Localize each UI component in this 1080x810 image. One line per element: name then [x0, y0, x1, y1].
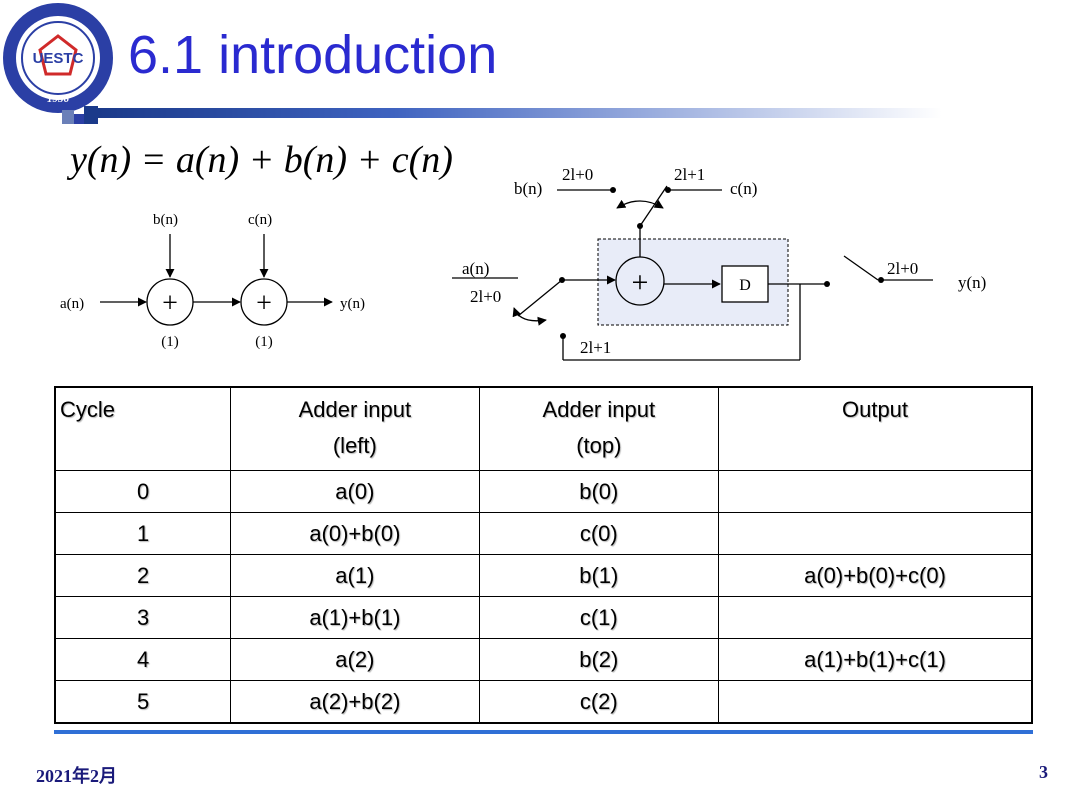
table-header-row: Cycle Adder input(left) Adder input(top)… — [54, 386, 1033, 471]
adder-left-cell: a(1) — [230, 554, 480, 597]
adder-left-cell: a(0)+b(0) — [230, 512, 480, 555]
left-input-a-label: a(n) — [60, 296, 84, 312]
table-row: 3 a(1)+b(1) c(1) — [54, 596, 1033, 639]
university-seal-icon: UESTC 1956 — [3, 3, 113, 113]
table-bottom-accent — [54, 730, 1033, 734]
header-adder-left: Adder input(left) — [230, 386, 480, 471]
right-input-c-label: c(n) — [730, 179, 757, 198]
output-cell — [718, 596, 1033, 639]
header-output: Output — [718, 386, 1033, 471]
header-adder-top: Adder input(top) — [478, 386, 720, 471]
table-row: 1 a(0)+b(0) c(0) — [54, 512, 1033, 555]
sum-equation: y(n) = a(n) + b(n) + c(n) — [70, 139, 453, 181]
adder-top-cell: c(0) — [478, 512, 720, 555]
left-output-label: y(n) — [340, 296, 365, 312]
cycle-cell: 0 — [54, 470, 232, 513]
table-row: 0 a(0) b(0) — [54, 470, 1033, 513]
right-switch-top-right-label: 2l+1 — [674, 165, 705, 184]
right-switch-output-label: 2l+0 — [887, 259, 918, 278]
slide-title: 6.1 introduction — [128, 25, 498, 85]
adder-left-cell: a(0) — [230, 470, 480, 513]
cycle-cell: 5 — [54, 680, 232, 724]
cycle-cell: 3 — [54, 596, 232, 639]
cycle-cell: 4 — [54, 638, 232, 681]
header-cycle: Cycle — [54, 386, 232, 471]
left-input-c-label: c(n) — [248, 212, 272, 228]
cycle-cell: 1 — [54, 512, 232, 555]
adder-top-cell: b(2) — [478, 638, 720, 681]
right-switch-left-input-label: 2l+0 — [470, 287, 501, 306]
adder-left-cell: a(2) — [230, 638, 480, 681]
output-cell — [718, 680, 1033, 724]
adder-left-cell: a(2)+b(2) — [230, 680, 480, 724]
left-adder1-latency: (1) — [161, 334, 179, 350]
right-switch-top-left-label: 2l+0 — [562, 165, 593, 184]
left-adder2-latency: (1) — [255, 334, 273, 350]
delay-label: D — [739, 277, 751, 294]
table-row: 2 a(1) b(1) a(0)+b(0)+c(0) — [54, 554, 1033, 597]
logo-year: 1956 — [47, 93, 70, 105]
block-diagrams: a(n) b(n) c(n) y(n) + + (1) (1) — [60, 165, 986, 361]
output-cell: a(0)+b(0)+c(0) — [718, 554, 1033, 597]
cycle-cell: 2 — [54, 554, 232, 597]
left-adder2-symbol: + — [256, 288, 272, 319]
right-adder-symbol: + — [632, 266, 649, 299]
folded-adder-diagram — [452, 185, 933, 361]
parallel-adder-diagram — [100, 234, 333, 326]
title-underline-bar — [62, 106, 942, 124]
adder-left-cell: a(1)+b(1) — [230, 596, 480, 639]
right-input-a-label: a(n) — [462, 259, 489, 278]
adder-top-cell: b(1) — [478, 554, 720, 597]
footer-date: 2021年2月 — [36, 766, 117, 786]
right-output-label: y(n) — [958, 273, 986, 292]
right-switch-feedback-label: 2l+1 — [580, 338, 611, 357]
table-row: 5 a(2)+b(2) c(2) — [54, 680, 1033, 724]
right-input-b-label: b(n) — [514, 179, 542, 198]
adder-top-cell: c(2) — [478, 680, 720, 724]
left-adder1-symbol: + — [162, 288, 178, 319]
schedule-table: Cycle Adder input(left) Adder input(top)… — [54, 386, 1033, 724]
adder-top-cell: c(1) — [478, 596, 720, 639]
logo-text: UESTC — [33, 50, 84, 67]
page-number: 3 — [1039, 762, 1048, 782]
adder-top-cell: b(0) — [478, 470, 720, 513]
output-cell — [718, 470, 1033, 513]
left-input-b-label: b(n) — [153, 212, 178, 228]
output-cell — [718, 512, 1033, 555]
table-row: 4 a(2) b(2) a(1)+b(1)+c(1) — [54, 638, 1033, 681]
output-cell: a(1)+b(1)+c(1) — [718, 638, 1033, 681]
